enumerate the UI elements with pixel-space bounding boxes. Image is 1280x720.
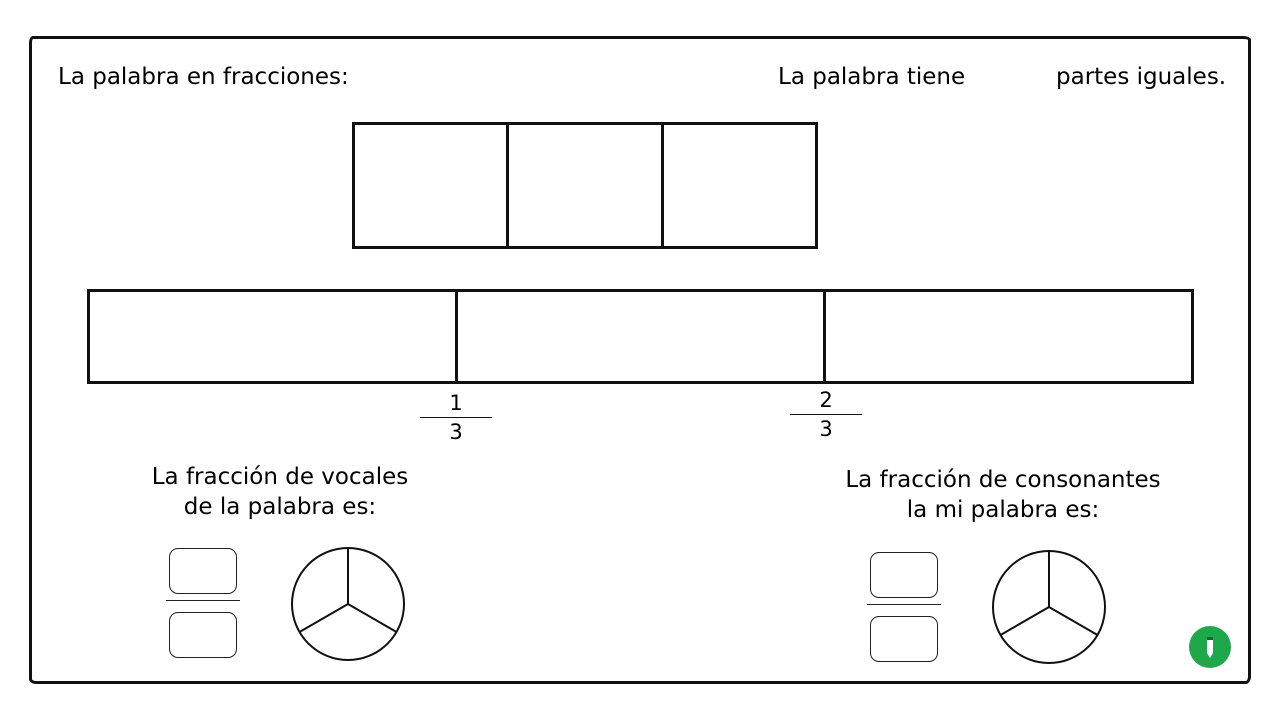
word-part-box[interactable] [660,125,815,246]
consonants-prompt: La fracción de consonantes la mi palabra… [820,465,1186,525]
fraction-strip-segment[interactable] [90,292,455,381]
fraction-bar [790,414,862,415]
header-right-label-end: partes iguales. [1056,64,1227,90]
vowels-prompt-line2: de la palabra es: [183,494,377,520]
vowels-prompt-line1: La fracción de vocales [151,464,409,490]
vowels-pie-chart[interactable] [290,546,406,662]
fraction-bar [420,417,492,418]
tick-fraction-two-thirds: 2 3 [790,388,862,441]
tick-fraction-one-third: 1 3 [420,391,492,444]
fraction-strip-segment[interactable] [823,292,1191,381]
consonants-prompt-line1: La fracción de consonantes [845,467,1161,493]
consonants-pie-chart[interactable] [991,549,1107,665]
tick-numerator: 2 [819,388,833,412]
tick-denominator: 3 [449,420,463,444]
tick-denominator: 3 [819,417,833,441]
vowels-prompt: La fracción de vocales de la palabra es: [130,462,430,522]
consonants-fraction-bar [867,604,941,605]
vowels-denominator-box[interactable] [169,612,237,658]
consonants-numerator-box[interactable] [870,552,938,598]
fraction-strip [87,289,1194,384]
word-part-box[interactable] [506,125,660,246]
word-parts-boxes [352,122,818,249]
word-part-box[interactable] [355,125,506,246]
tick-numerator: 1 [449,391,463,415]
header-left-label: La palabra en fracciones: [58,64,349,90]
worksheet-frame [29,36,1251,684]
header-right-label-start: La palabra tiene [778,64,966,90]
pencil-logo-icon [1189,626,1231,668]
vowels-numerator-box[interactable] [169,548,237,594]
fraction-strip-segment[interactable] [455,292,823,381]
consonants-denominator-box[interactable] [870,616,938,662]
consonants-prompt-line2: la mi palabra es: [906,497,1100,523]
vowels-fraction-bar [166,600,240,601]
